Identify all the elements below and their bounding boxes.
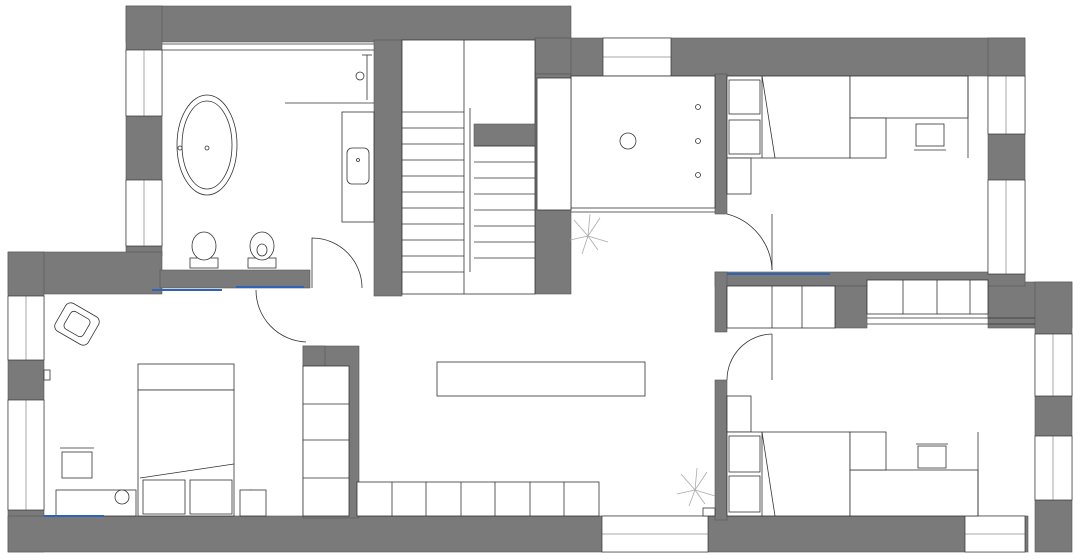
window-bottom-right-2 [1034, 435, 1073, 501]
stair-treads-left [402, 127, 464, 273]
window-bottom-right-1 [1034, 333, 1073, 397]
hall-bench [436, 361, 646, 397]
desk [849, 75, 969, 119]
toilet-icon [189, 231, 219, 269]
bed-icon [726, 431, 851, 517]
landing [255, 213, 773, 517]
bathtub-icon [176, 94, 238, 196]
desk-chair-icon [60, 447, 94, 479]
master-bedroom [43, 289, 350, 517]
bathroom-door [311, 237, 363, 289]
plant-icon [569, 213, 716, 507]
bed-icon [726, 75, 851, 159]
hall-cabinet [356, 481, 600, 517]
bathroom [162, 43, 375, 289]
bidet-icon [247, 231, 277, 269]
bottom-bedroom-door [726, 333, 773, 381]
windows [7, 37, 1073, 553]
window-top-right-2 [987, 179, 1026, 275]
desk [849, 469, 979, 517]
master-door [255, 289, 307, 343]
shower-icon [355, 54, 372, 100]
ceiling-light-icon [619, 132, 637, 150]
window-top-right-1 [987, 75, 1026, 135]
top-bedroom [726, 75, 969, 275]
closet [536, 75, 716, 213]
desk-chair-icon [916, 443, 948, 469]
master-wardrobe [302, 365, 350, 517]
armchair-icon [54, 302, 100, 346]
desk-chair-icon [914, 123, 946, 151]
closet-row-middle [726, 279, 1035, 329]
stair-treads-right [474, 161, 535, 259]
bottom-bedroom [702, 395, 979, 517]
stairs [401, 39, 536, 295]
sink-icon [346, 147, 370, 185]
bed-icon [137, 363, 235, 517]
top-bedroom-door [726, 213, 773, 271]
